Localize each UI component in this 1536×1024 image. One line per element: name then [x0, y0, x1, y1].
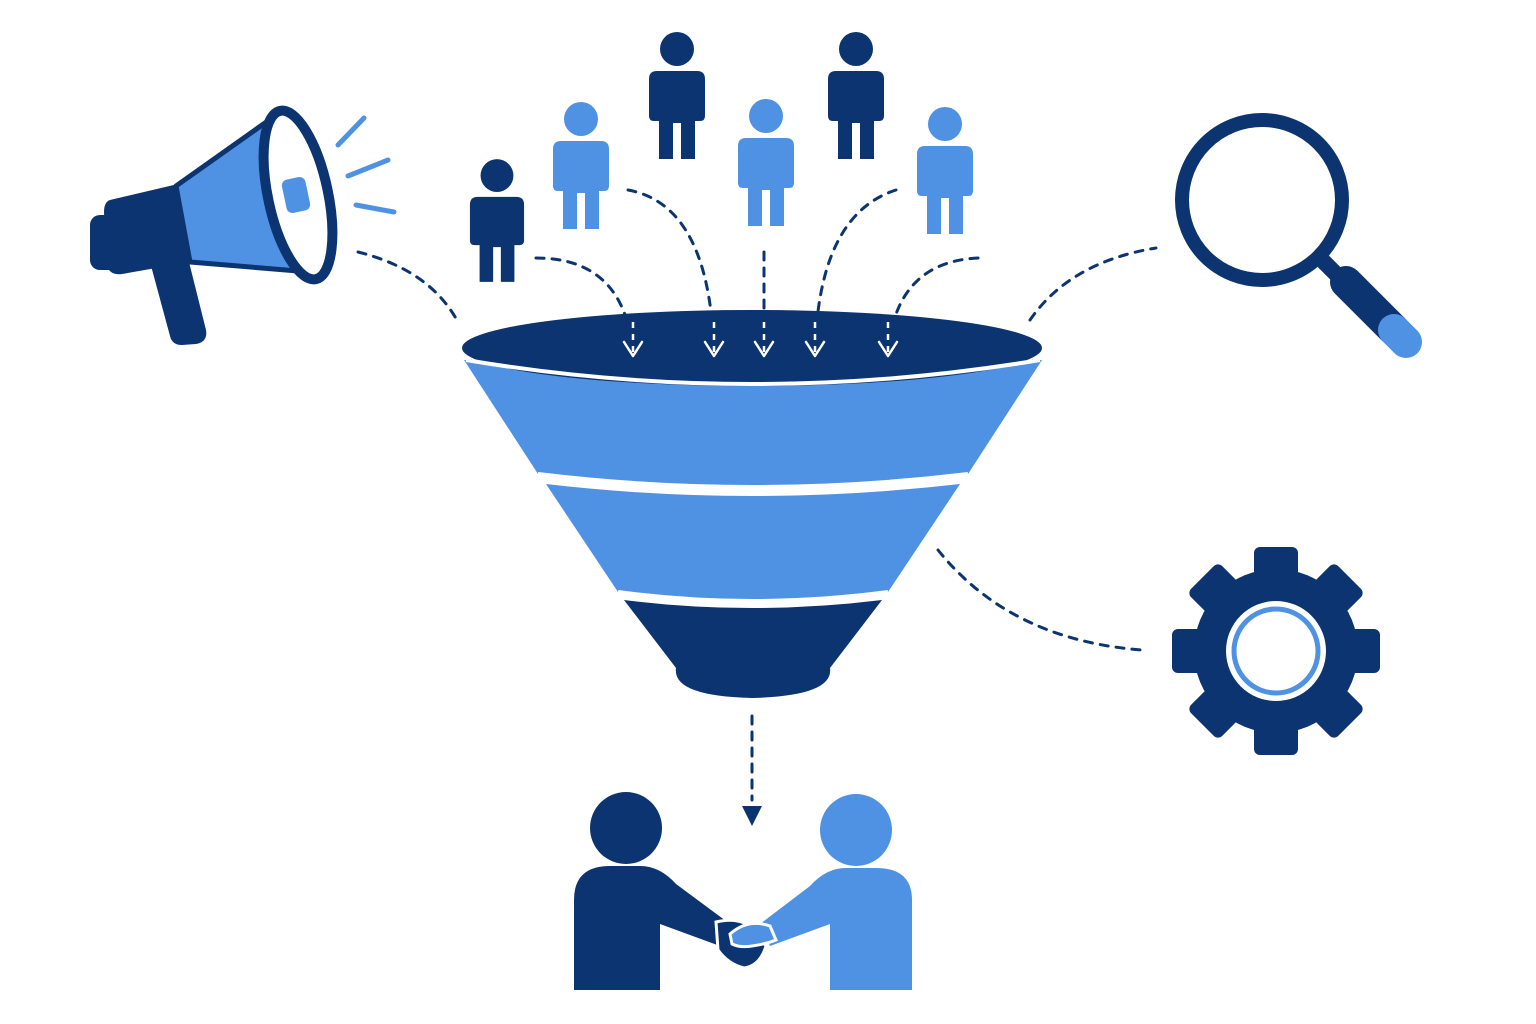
magnifier-neck — [1314, 252, 1342, 280]
handshake-person-light-body — [760, 868, 912, 990]
person-icon — [917, 107, 973, 234]
megaphone-body — [104, 184, 190, 275]
megaphone-handle — [150, 258, 207, 345]
magnifier-lens — [1175, 113, 1349, 287]
person-icon — [738, 99, 794, 226]
funnel-stage-3 — [624, 600, 882, 698]
handshake-person-dark-head — [590, 792, 662, 864]
funnel-divider — [617, 590, 889, 603]
people-group — [469, 32, 973, 282]
magnifier-icon — [1175, 113, 1422, 358]
entry-arrow — [753, 340, 775, 358]
sound-line — [353, 202, 397, 215]
entry-arrow — [622, 340, 644, 358]
funnel-stage-2 — [546, 484, 960, 601]
person-icon — [649, 32, 705, 159]
handshake-person-light-head — [820, 794, 892, 866]
funnel-entry-lines — [631, 322, 890, 352]
sound-line — [335, 115, 367, 148]
sound-line — [345, 157, 391, 179]
megaphone-speaker — [281, 176, 311, 214]
gear-icon — [1172, 547, 1380, 755]
magnifier-handle-tip — [1378, 314, 1422, 358]
connector-megaphone — [356, 250, 460, 324]
entry-arrow — [703, 340, 725, 358]
gear-inner-ring — [1231, 606, 1321, 696]
flow-connectors — [356, 188, 1158, 802]
gear-hole — [1226, 601, 1326, 701]
funnel-icon — [462, 310, 1042, 698]
handshake-person-dark-body — [574, 866, 730, 990]
megaphone-icon — [90, 105, 397, 345]
arrowhead-handshake — [742, 806, 762, 826]
handshake-icon — [574, 792, 912, 990]
entry-arrow — [804, 340, 826, 358]
funnel-rim-edge — [465, 358, 1041, 386]
connector-gear — [936, 548, 1144, 652]
entry-arrow — [877, 340, 899, 358]
funnel-entry-arrows — [622, 340, 899, 358]
handshake-hand-light — [728, 921, 778, 949]
person-icon — [553, 102, 609, 229]
funnel-stage-1 — [464, 360, 1042, 487]
funnel-divider — [537, 472, 969, 489]
person-icon — [469, 159, 525, 282]
funnel-rim — [462, 310, 1042, 386]
person-icon — [828, 32, 884, 159]
connector-magnifier — [1028, 246, 1158, 322]
